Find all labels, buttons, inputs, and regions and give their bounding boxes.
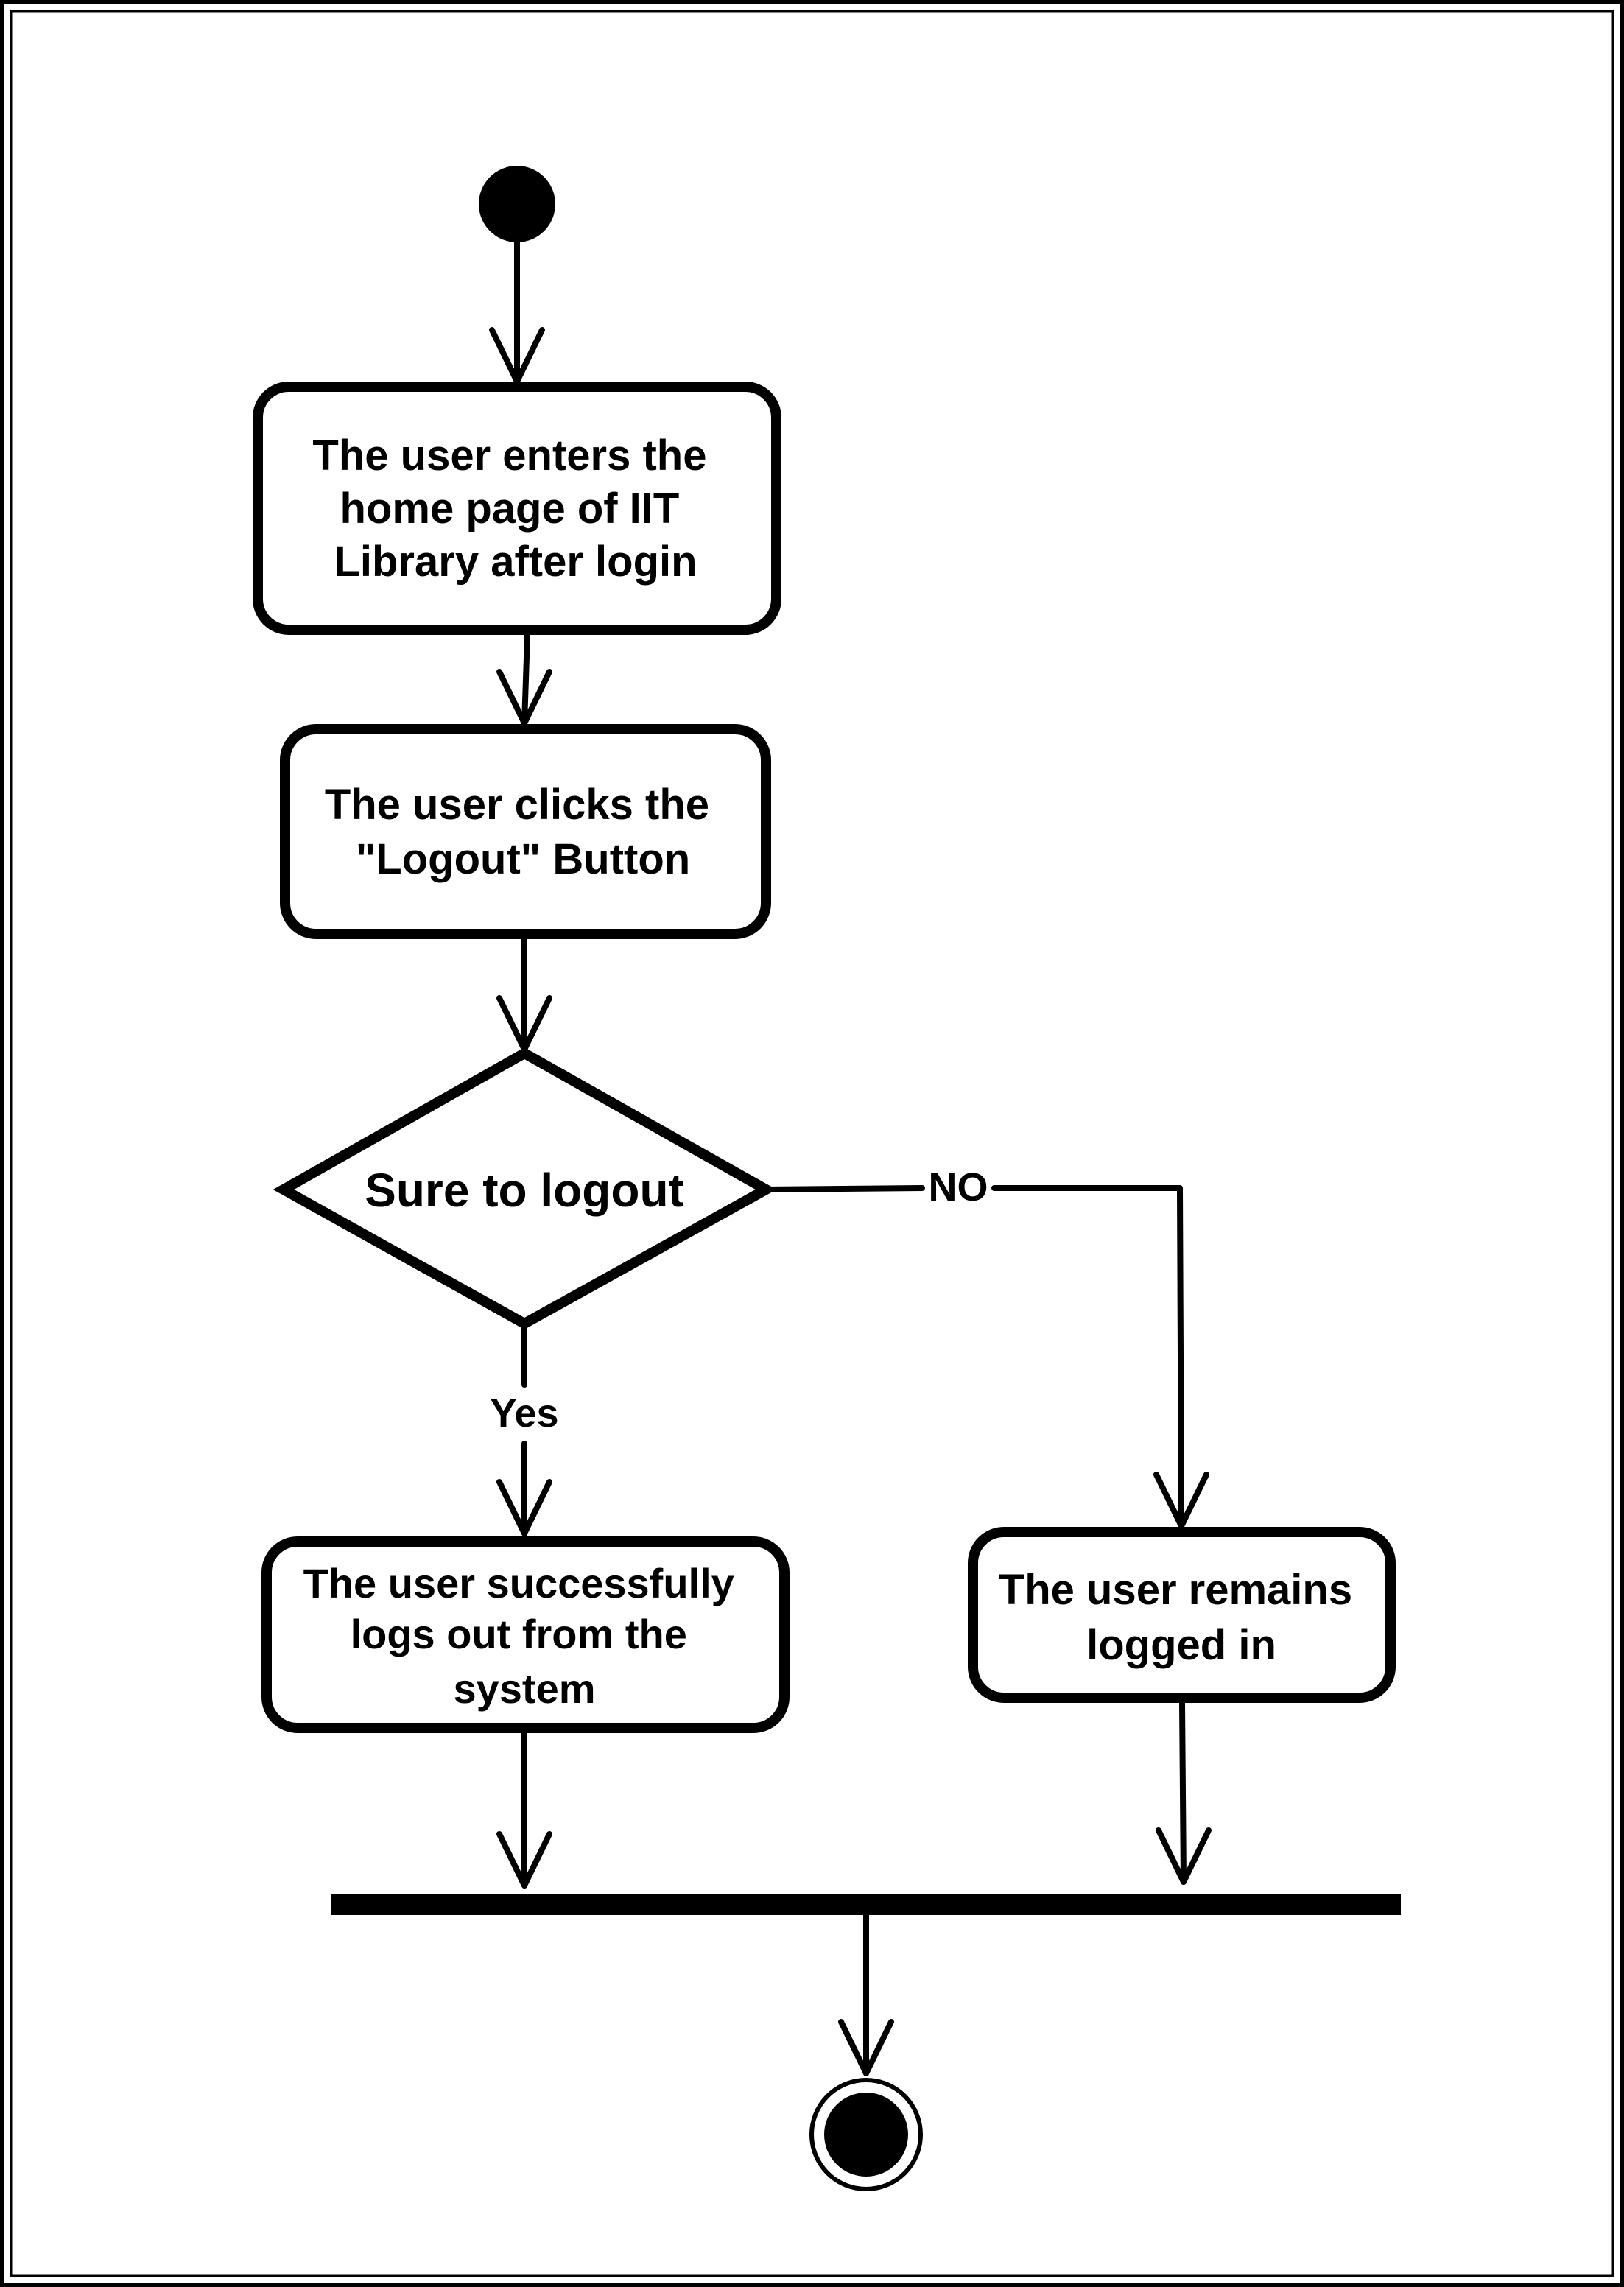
action-logged-out-line-1: The user successfully: [303, 1560, 734, 1606]
inner-frame: [10, 10, 1614, 2277]
edge-start-to-enter-home: [489, 239, 545, 384]
action-click-logout-line-2: "Logout" Button: [356, 835, 690, 883]
svg-text:The user remains logged: The user remains logged in: [999, 1566, 1364, 1669]
decision-node: Sure to logout: [273, 1047, 777, 1330]
edge-decision-to-remains: [763, 1185, 1209, 1529]
initial-node: [479, 166, 555, 242]
action-enter-home: The user enters the home page of IIT Lib…: [253, 382, 781, 635]
svg-text:The user successfully lo: The user successfully logs out from the …: [303, 1560, 746, 1712]
final-node: [809, 2078, 923, 2191]
edge-label-no: NO: [929, 1165, 988, 1209]
action-logged-out-line-3: system: [453, 1665, 595, 1712]
edge-join-to-final: [838, 1912, 894, 2076]
action-remains-line-2: logged in: [1086, 1621, 1276, 1669]
action-remains-line-1: The user remains: [999, 1566, 1352, 1614]
decision-label: Sure to logout: [365, 1164, 684, 1217]
edge-decision-to-logged-out: [496, 1323, 552, 1536]
action-click-logout: The user clicks the "Logout" Button: [280, 724, 771, 939]
action-remains-logged-in: The user remains logged in: [968, 1527, 1396, 1703]
edge-logged-out-to-join: [496, 1730, 552, 1889]
action-logged-out-line-2: logs out from the: [351, 1611, 687, 1657]
action-enter-home-line-2: home page of IIT: [340, 485, 680, 533]
action-enter-home-line-3: Library after login: [334, 538, 697, 586]
action-enter-home-line-1: The user enters the: [312, 432, 706, 479]
svg-text:The user enters the home: The user enters the home page of IIT Lib…: [312, 432, 718, 586]
edge-remains-to-join: [1156, 1700, 1212, 1885]
edge-enter-home-to-click-logout: [496, 632, 552, 726]
join-bar: [331, 1894, 1401, 1915]
edge-click-logout-to-decision: [496, 936, 552, 1053]
edge-label-yes: Yes: [490, 1391, 558, 1436]
action-click-logout-line-1: The user clicks the: [325, 781, 709, 829]
svg-text:The user clicks the "Log: The user clicks the "Logout" Button: [325, 781, 721, 883]
action-logged-out: The user successfully logs out from the …: [261, 1536, 790, 1733]
